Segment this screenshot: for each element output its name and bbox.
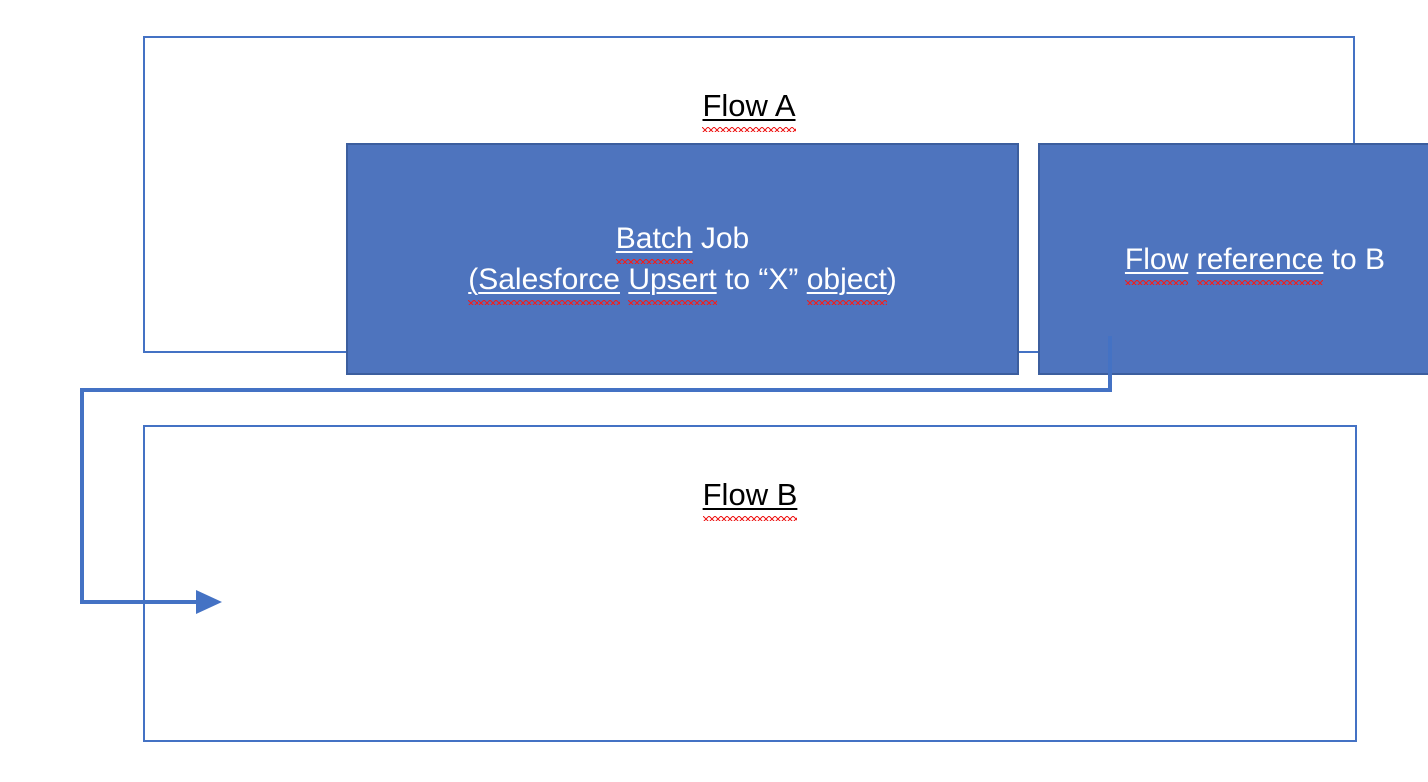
word-reference: reference [1196, 242, 1324, 276]
word-quoted-object-key: “X” [758, 263, 799, 296]
word-batch: Batch [615, 222, 693, 255]
box-flow-reference-to-b[interactable]: Flow reference to B [1038, 143, 1428, 375]
flow-a-frame[interactable]: Flow A Batch Job (Salesforce Upsert to “… [143, 36, 1428, 375]
word-upsert: Upsert [628, 263, 717, 296]
word-flow: Flow [1124, 242, 1189, 276]
box-flow-reference-to-b-text: Flow reference to B [1125, 239, 1385, 280]
word-salesforce: Salesforce [478, 263, 620, 296]
box-flow-reference-to-b-line1: Flow reference to B [1125, 239, 1385, 280]
word-job: Job [692, 222, 750, 255]
word-to: to [716, 263, 759, 296]
word-to-b: to B [1323, 242, 1386, 276]
paren-open: ( [468, 263, 479, 296]
box-batch-job-x-line2: (Salesforce Upsert to “X” object) [468, 259, 897, 300]
flow-b-title-text: Flow B [702, 477, 798, 512]
flow-a-title-text: Flow A [702, 88, 796, 123]
space-3 [1188, 243, 1196, 276]
flow-b-frame[interactable]: Flow B Batch Job (Salesforce Upsert to “… [143, 425, 1357, 742]
paren-close: ) [886, 263, 897, 296]
box-batch-job-x-line1: Batch Job [468, 218, 897, 259]
word-object: object [806, 263, 887, 296]
flow-b-title: Flow B [145, 476, 1355, 513]
box-batch-job-x[interactable]: Batch Job (Salesforce Upsert to “X” obje… [346, 143, 1019, 375]
flow-a-title: Flow A [145, 87, 1353, 124]
box-batch-job-x-text: Batch Job (Salesforce Upsert to “X” obje… [468, 218, 897, 300]
space-2 [798, 263, 806, 296]
